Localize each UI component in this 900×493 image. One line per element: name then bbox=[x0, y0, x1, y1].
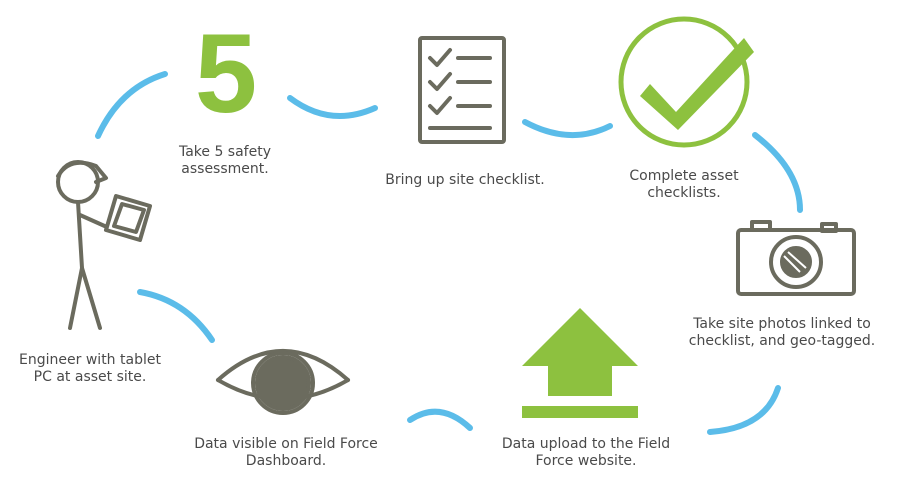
connector-camera-upload bbox=[707, 385, 781, 435]
number-five-icon: 5 bbox=[195, 11, 257, 136]
upload-arrow-icon bbox=[522, 308, 638, 418]
connector-checklist-complete bbox=[522, 119, 613, 138]
check-circle-icon bbox=[618, 16, 754, 148]
camera-icon bbox=[736, 220, 856, 296]
label-engineer: Engineer with tablet PC at asset site. bbox=[19, 352, 161, 385]
checklist-icon bbox=[418, 36, 506, 144]
label-take5: Take 5 safety assessment. bbox=[178, 144, 272, 177]
label-upload: Data upload to the Field Force website. bbox=[501, 436, 671, 469]
connector-arcs bbox=[95, 71, 803, 435]
label-dashboard: Data visible on Field Force Dashboard. bbox=[194, 436, 378, 469]
connector-take5-checklist bbox=[287, 95, 378, 119]
label-photos: Take site photos linked to checklist, an… bbox=[688, 316, 876, 349]
eye-icon bbox=[216, 349, 350, 415]
connector-upload-eye bbox=[407, 408, 473, 431]
person-with-tablet-icon bbox=[56, 160, 152, 330]
connector-engineer-take5 bbox=[95, 71, 168, 139]
five-glyph: 5 bbox=[195, 11, 257, 136]
connector-eye-engineer bbox=[137, 289, 215, 343]
connector-complete-camera bbox=[752, 132, 803, 213]
label-complete: Complete asset checklists. bbox=[629, 168, 739, 201]
label-checklist: Bring up site checklist. bbox=[385, 172, 545, 188]
